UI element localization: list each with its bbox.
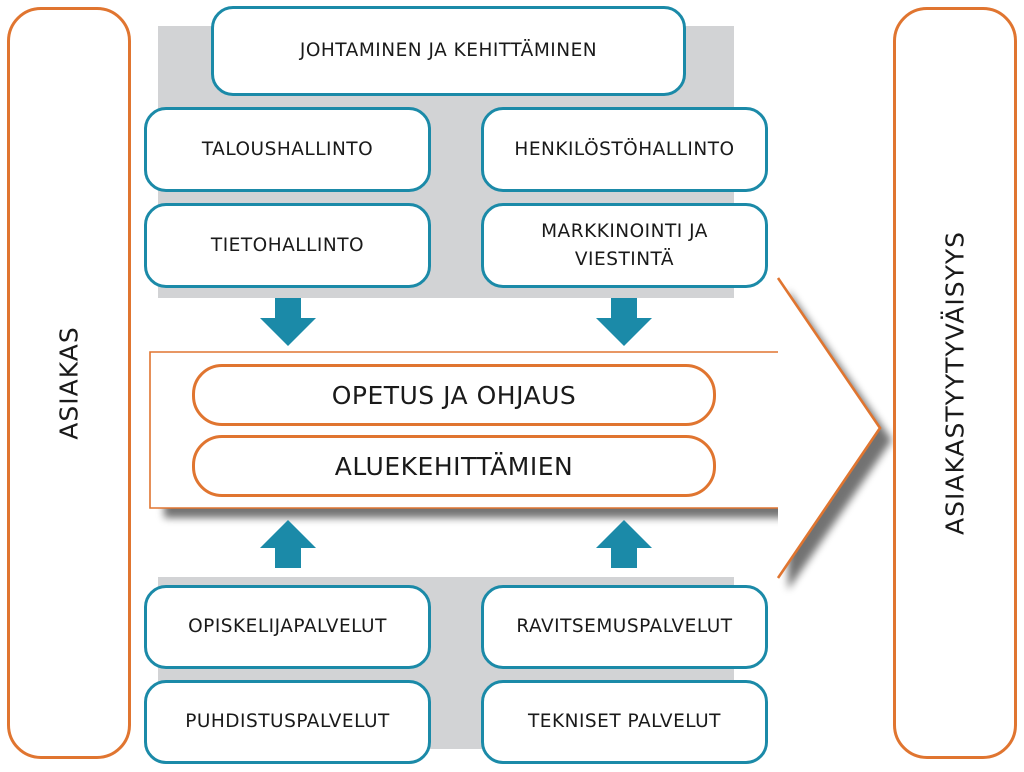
arrow-head-outline	[776, 277, 882, 579]
technical-services-label: TEKNISET PALVELUT	[527, 711, 721, 733]
up-arrow-left-icon	[260, 520, 316, 568]
student-services-box: OPISKELIJAPALVELUT	[144, 585, 431, 669]
management-label: JOHTAMINEN JA KEHITTÄMINEN	[299, 40, 598, 62]
catering-services-label: RAVITSEMUSPALVELUT	[516, 616, 733, 638]
regional-development-label: ALUEKEHITTÄMIEN	[334, 451, 574, 481]
hr-box: HENKILÖSTÖHALLINTO	[481, 107, 768, 192]
management-box: JOHTAMINEN JA KEHITTÄMINEN	[211, 6, 686, 96]
satisfaction-column: ASIAKASTYYTYVÄISYYS	[893, 7, 1017, 759]
cleaning-services-label: PUHDISTUSPALVELUT	[185, 711, 390, 733]
customer-column: ASIAKAS	[7, 7, 131, 759]
hr-label: HENKILÖSTÖHALLINTO	[514, 138, 735, 160]
technical-services-box: TEKNISET PALVELUT	[481, 680, 768, 764]
arrow-outline	[149, 351, 778, 509]
marketing-label: MARKKINOINTI JA VIESTINTÄ	[541, 220, 708, 270]
down-arrow-left-icon	[260, 298, 316, 346]
it-box: TIETOHALLINTO	[144, 203, 431, 288]
down-arrow-right-icon	[596, 298, 652, 346]
up-arrow-right-icon	[596, 520, 652, 568]
teaching-label: OPETUS JA OHJAUS	[331, 380, 577, 410]
it-label: TIETOHALLINTO	[210, 234, 365, 256]
arrow-body	[150, 278, 880, 578]
catering-services-box: RAVITSEMUSPALVELUT	[481, 585, 768, 669]
cleaning-services-box: PUHDISTUSPALVELUT	[144, 680, 431, 764]
student-services-label: OPISKELIJAPALVELUT	[188, 616, 387, 638]
finance-label: TALOUSHALLINTO	[201, 138, 374, 160]
teaching-pill: OPETUS JA OHJAUS	[192, 364, 716, 426]
finance-box: TALOUSHALLINTO	[144, 107, 431, 192]
regional-development-pill: ALUEKEHITTÄMIEN	[192, 435, 716, 497]
marketing-box: MARKKINOINTI JA VIESTINTÄ	[481, 203, 768, 288]
